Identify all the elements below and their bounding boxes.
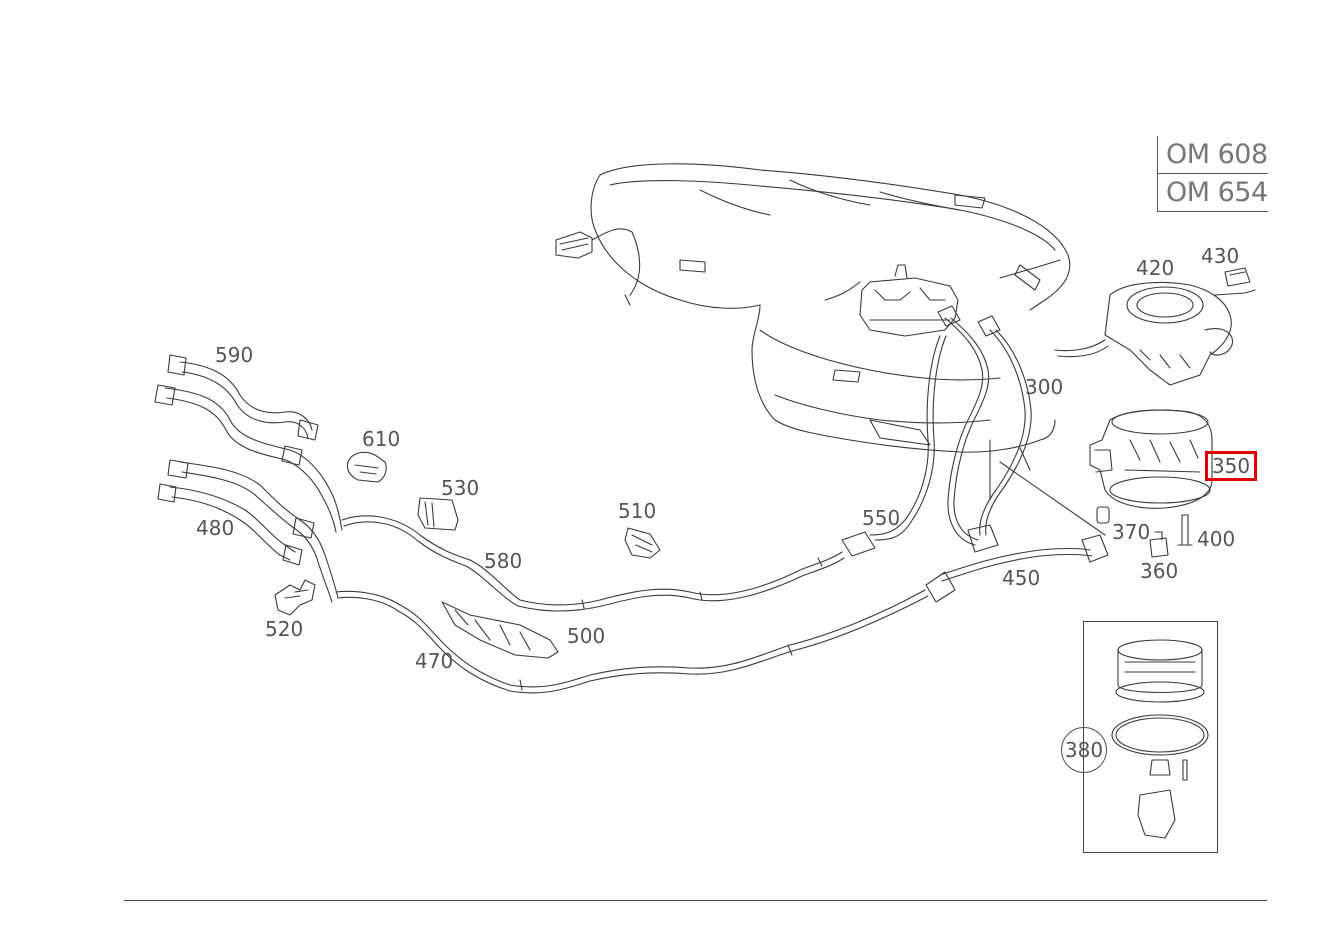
fuel-filter-350: [1089, 409, 1213, 509]
part-label-500[interactable]: 500: [567, 624, 606, 648]
part-430: [1214, 267, 1256, 296]
part-label-370[interactable]: 370: [1112, 520, 1151, 544]
hose-480: [157, 459, 339, 603]
part-label-550[interactable]: 550: [862, 506, 901, 530]
part-label-350: 350: [1211, 454, 1251, 478]
part-400: [1177, 514, 1193, 546]
part-530: [417, 497, 459, 531]
part-520: [274, 579, 316, 616]
part-label-380[interactable]: 380: [1061, 727, 1107, 773]
hose-590: [154, 354, 343, 533]
part-380-kit: [1111, 639, 1209, 839]
part-360: [1149, 531, 1169, 558]
clamp-610: [346, 451, 387, 483]
line-470: [335, 589, 929, 694]
part-label-360[interactable]: 360: [1140, 559, 1179, 583]
part-500: [441, 601, 559, 659]
line-300: [937, 305, 1032, 553]
tank-sender: [859, 264, 959, 337]
engine-code-table: OM 608 OM 654: [1157, 136, 1268, 212]
part-label-510[interactable]: 510: [618, 499, 657, 523]
part-510: [624, 527, 661, 559]
part-label-520[interactable]: 520: [265, 617, 304, 641]
engine-code-2: OM 654: [1158, 173, 1268, 211]
footer-rule: [124, 900, 1267, 901]
part-370: [1096, 506, 1110, 524]
part-label-420[interactable]: 420: [1136, 256, 1175, 280]
part-label-450[interactable]: 450: [1002, 566, 1041, 590]
engine-code-1: OM 608: [1166, 139, 1268, 170]
part-420: [1054, 281, 1234, 386]
part-label-590[interactable]: 590: [215, 343, 254, 367]
highlighted-part-350[interactable]: 350: [1205, 451, 1257, 481]
part-label-400[interactable]: 400: [1197, 527, 1236, 551]
fuel-tank: [590, 163, 1071, 501]
line-580: [341, 515, 845, 612]
line-450: [925, 461, 1109, 603]
part-label-470[interactable]: 470: [415, 649, 454, 673]
tank-sensor: [555, 228, 641, 306]
part-label-300[interactable]: 300: [1025, 375, 1064, 399]
part-label-610[interactable]: 610: [362, 427, 401, 451]
part-label-580[interactable]: 580: [484, 549, 523, 573]
part-label-430[interactable]: 430: [1201, 244, 1240, 268]
part-label-530[interactable]: 530: [441, 476, 480, 500]
line-550: [841, 335, 947, 557]
part-label-480[interactable]: 480: [196, 516, 235, 540]
